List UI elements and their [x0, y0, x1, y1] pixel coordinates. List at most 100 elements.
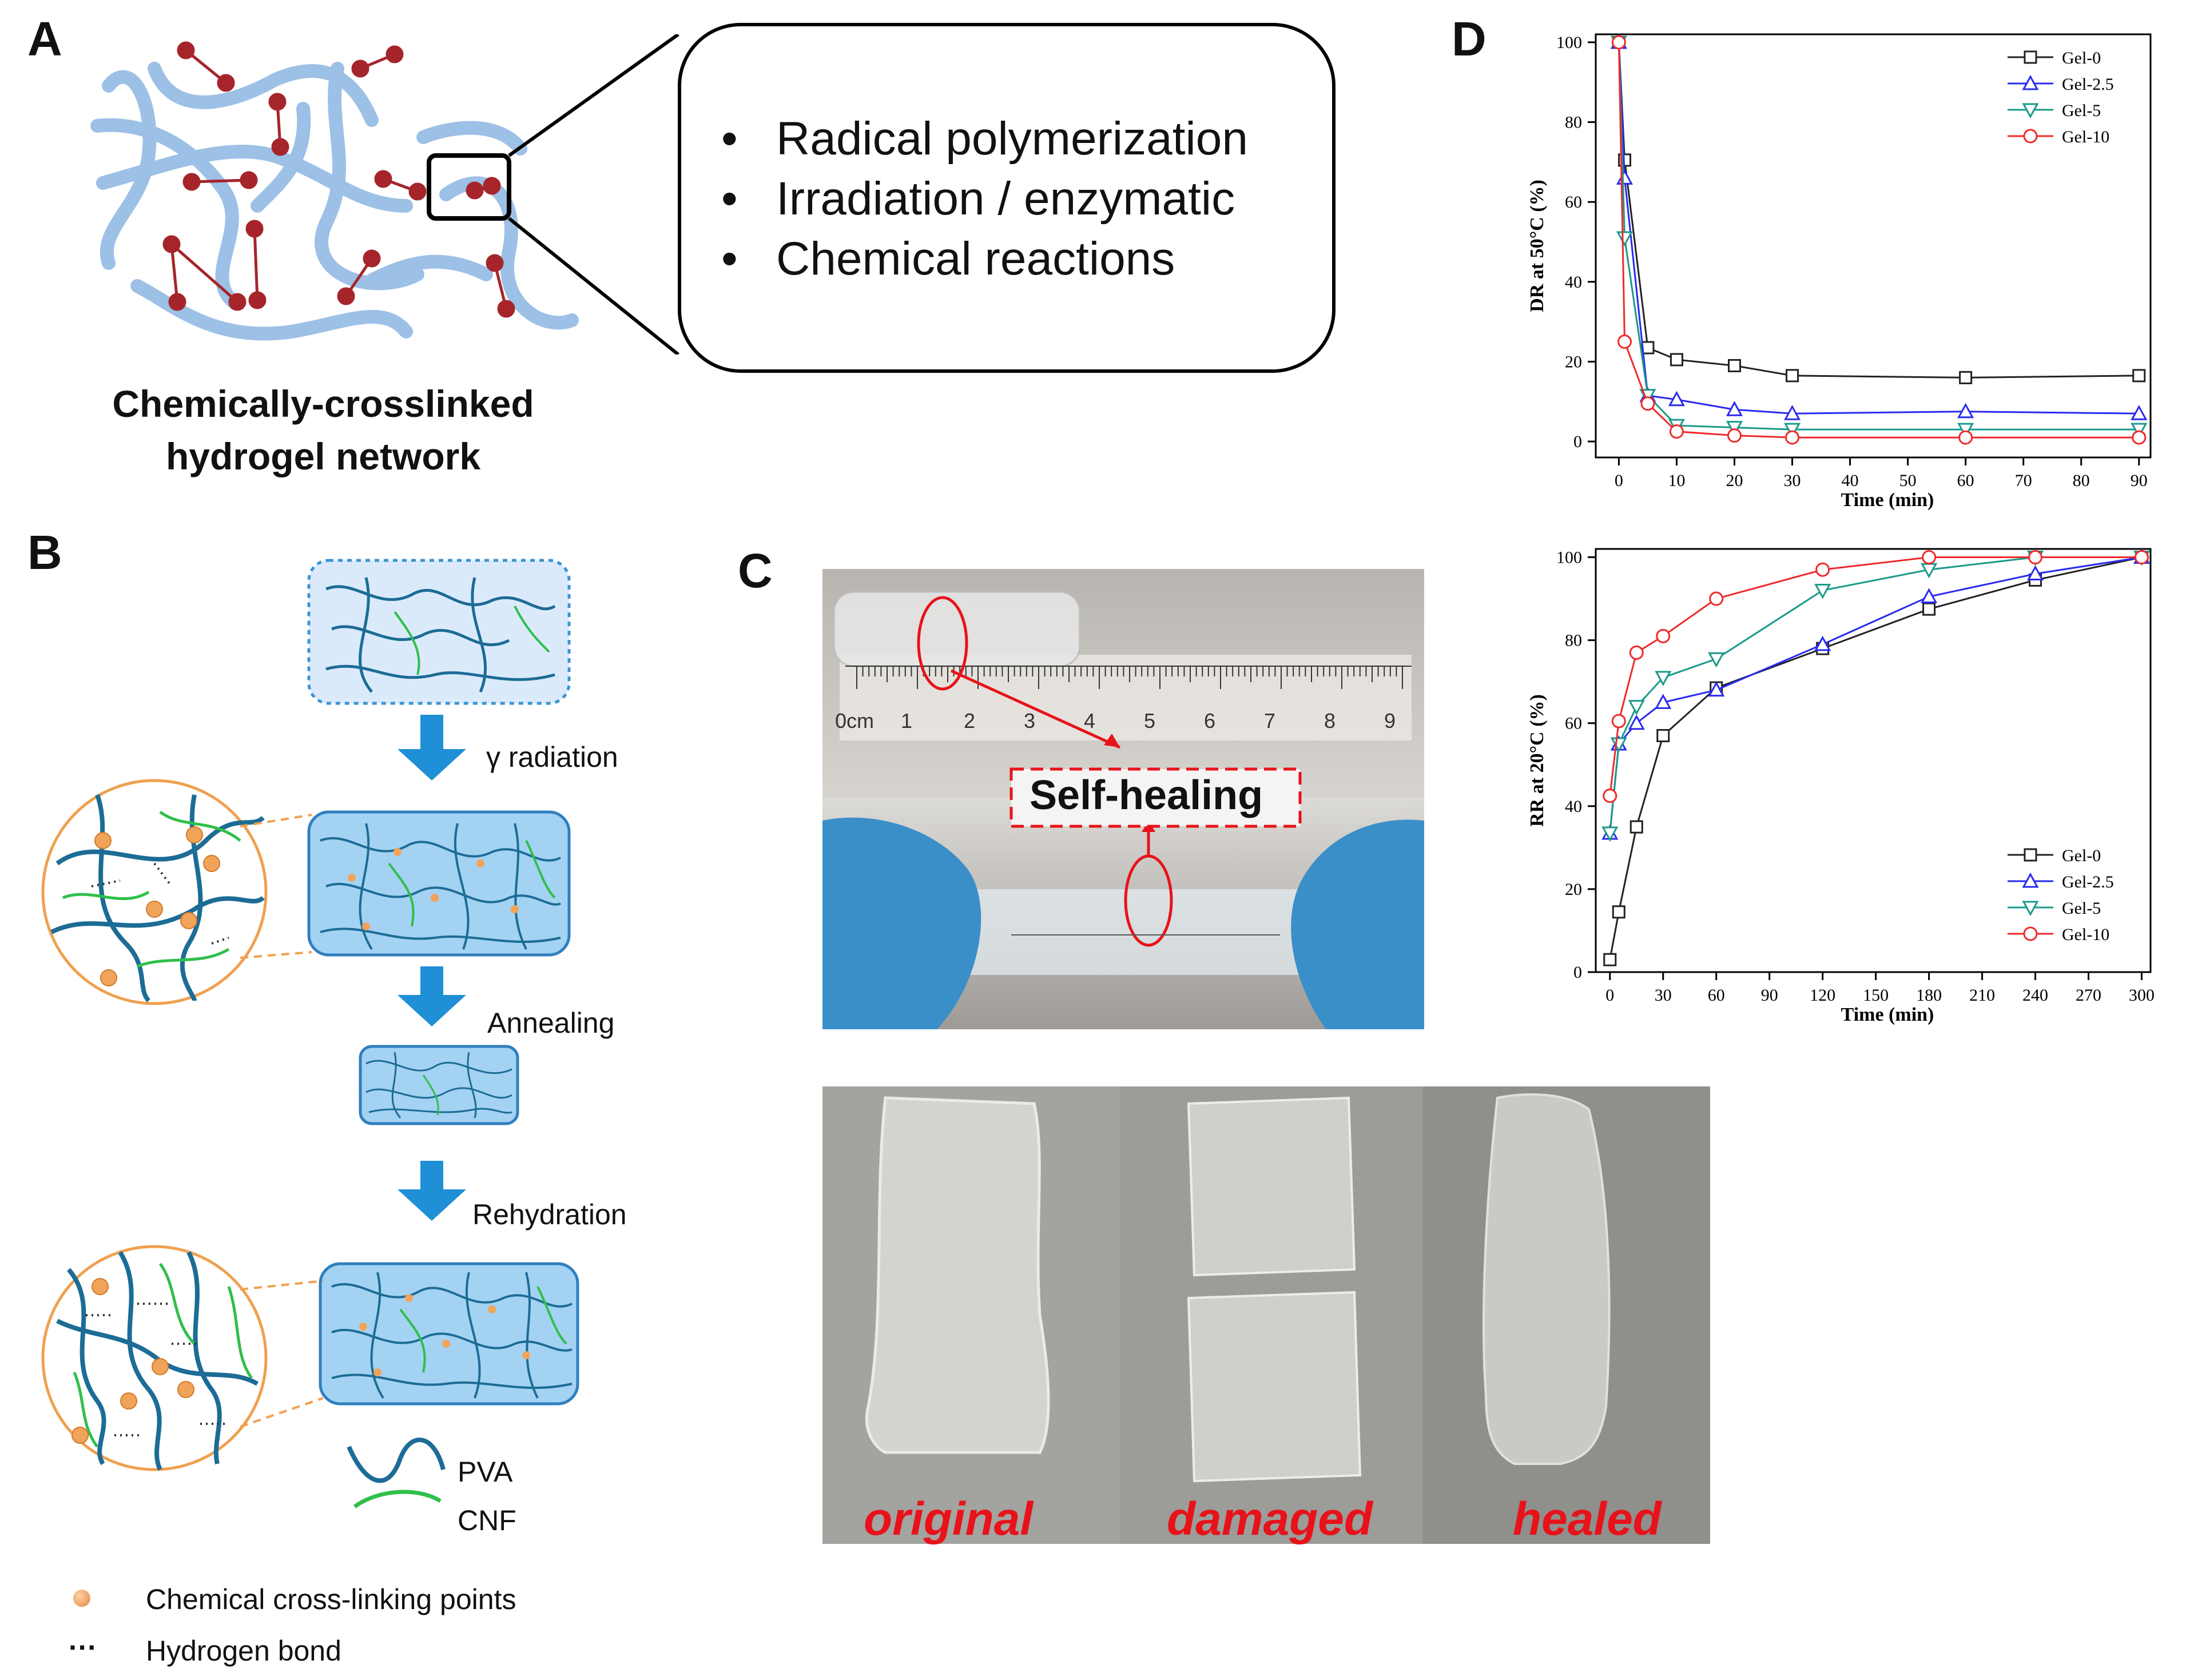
x-tick-label: 70: [2015, 471, 2032, 490]
hydrogen-bond-icon: ···: [69, 1631, 97, 1663]
data-point: [1656, 728, 1670, 742]
legend-marker: [2023, 129, 2038, 144]
data-point: [1670, 353, 1683, 367]
self-healing-stretch-photo: [822, 569, 1424, 1029]
y-axis-label: RR at 20°C (%): [1527, 694, 1548, 827]
panel-a-letter: A: [27, 12, 62, 66]
data-point: [1814, 635, 1831, 651]
method-label: Irradiation / enzymatic: [776, 173, 1235, 225]
data-point: [1784, 405, 1801, 420]
bullet-glyph: •: [721, 113, 738, 165]
x-tick-label: 10: [1668, 471, 1685, 490]
y-tick-label: 60: [1565, 714, 1582, 733]
data-point: [1640, 396, 1655, 411]
crosslinked-network-diagram: [90, 34, 679, 355]
data-point: [2135, 550, 2149, 565]
y-tick-label: 0: [1573, 432, 1582, 451]
ruler-number: 7: [1264, 709, 1276, 732]
ruler-number: 5: [1144, 709, 1156, 732]
series-line: [1617, 42, 2139, 379]
bullet-glyph: •: [721, 233, 738, 285]
data-point: [1728, 359, 1741, 372]
y-tick-label: 80: [1565, 631, 1582, 650]
x-tick-label: 30: [1655, 986, 1672, 1005]
crosslink-point-icon: [73, 1590, 90, 1607]
series-line: [1617, 42, 2139, 439]
y-axis-label: DR at 50°C (%): [1527, 180, 1548, 312]
y-tick-label: 40: [1565, 797, 1582, 816]
legend-marker: [2022, 74, 2039, 90]
y-tick-label: 40: [1565, 273, 1582, 292]
legend-label: Gel-2.5: [2062, 873, 2114, 891]
legend-marker: [2022, 872, 2039, 888]
legend-marker: [2024, 848, 2037, 862]
method-label: Chemical reactions: [776, 233, 1175, 285]
y-tick-label: 80: [1565, 113, 1582, 132]
data-point: [1628, 700, 1645, 715]
data-point: [1617, 335, 1632, 349]
step-gamma-radiation: γ radiation: [486, 741, 618, 773]
x-tick-label: 0: [1605, 986, 1614, 1005]
data-point: [2131, 423, 2148, 439]
data-point: [1708, 652, 1725, 668]
data-point: [2028, 550, 2043, 565]
caption-line: hydrogel network: [165, 435, 481, 477]
data-point: [1616, 169, 1633, 185]
method-label: Radical polymerization: [776, 113, 1248, 165]
series-line: [1617, 42, 2139, 431]
x-tick-label: 210: [1969, 986, 1995, 1005]
legend-label: Gel-2.5: [2062, 75, 2114, 94]
data-point: [1815, 562, 1830, 577]
step-annealing: Annealing: [487, 1007, 615, 1039]
data-point: [1611, 35, 1626, 50]
data-point: [1709, 591, 1724, 606]
data-point: [1611, 714, 1626, 728]
legend-label: Gel-5: [2062, 899, 2101, 918]
legend-marker: [2022, 901, 2039, 917]
ruler-zero-label: 0cm: [835, 709, 875, 732]
data-point: [1784, 423, 1801, 439]
legend-hbond-label: Hydrogen bond: [146, 1635, 341, 1667]
panel-c-letter: C: [738, 544, 773, 598]
y-tick-label: 60: [1565, 193, 1582, 212]
method-item: • Irradiation / enzymatic: [721, 172, 1235, 226]
caption-line: Chemically-crosslinked: [112, 383, 534, 425]
panel-d-letter: D: [1452, 12, 1487, 66]
data-point: [1726, 401, 1743, 416]
x-tick-label: 80: [2073, 471, 2090, 490]
legend-marker: [2023, 926, 2038, 941]
panel-b-letter: B: [27, 526, 62, 579]
data-point: [2131, 405, 2148, 420]
x-tick-label: 40: [1842, 471, 1859, 490]
data-point: [1629, 645, 1644, 660]
legend-label: Gel-10: [2062, 128, 2109, 146]
data-point: [1921, 588, 1938, 603]
network-caption: Chemically-crosslinked hydrogel network: [74, 377, 572, 483]
series-line: [1609, 556, 2142, 834]
legend-pva-label: PVA: [458, 1456, 513, 1488]
y-tick-label: 20: [1565, 352, 1582, 371]
x-tick-label: 270: [2076, 986, 2101, 1005]
series-line: [1609, 556, 2142, 796]
data-point: [1629, 820, 1643, 834]
data-point: [1785, 430, 1800, 445]
bullet-glyph: •: [721, 173, 738, 225]
ruler-numbers: 1 2 3 4 5 6 7 8 9: [901, 709, 1427, 738]
x-tick-label: 180: [1916, 986, 1942, 1005]
x-tick-label: 60: [1708, 986, 1725, 1005]
data-point: [1786, 369, 1799, 383]
data-point: [2132, 430, 2147, 445]
data-point: [2132, 369, 2146, 383]
ruler-number: 6: [1204, 709, 1216, 732]
data-point: [1603, 953, 1617, 966]
ruler-number: 3: [1024, 709, 1036, 732]
data-point: [1655, 671, 1672, 687]
series-line: [1609, 556, 2142, 834]
legend-marker: [2022, 103, 2039, 119]
x-tick-label: 240: [2022, 986, 2048, 1005]
data-point: [1603, 789, 1617, 803]
legend-label: Gel-10: [2062, 925, 2109, 944]
method-item: • Radical polymerization: [721, 112, 1248, 166]
legend-crosslink-label: Chemical cross-linking points: [146, 1583, 516, 1615]
